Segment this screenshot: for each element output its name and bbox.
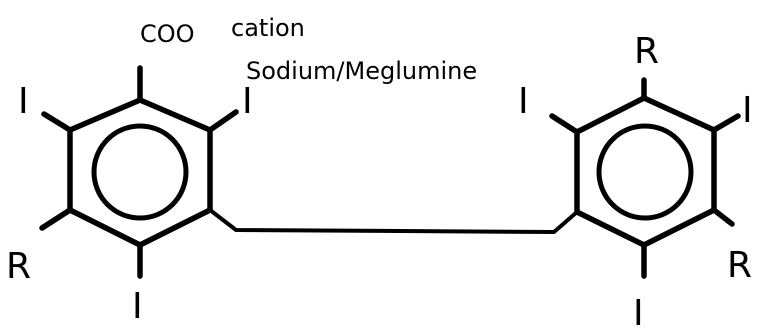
right-benzene-ring <box>549 77 741 279</box>
left-r-lower-left-label: R <box>6 246 31 287</box>
right-r-lower-right-label: R <box>727 245 752 286</box>
left-ring-hexagon <box>67 97 213 248</box>
right-iodine-upper-right-label: I <box>742 90 753 131</box>
right-r-top-label: R <box>634 31 659 72</box>
left-iodine-upper-right-label: I <box>242 81 253 122</box>
left-ring-aromatic-circle <box>91 123 189 221</box>
right-bond-iodine-upper-left <box>549 113 580 135</box>
left-bond-iodine-upper-right <box>207 109 239 133</box>
right-bond-iodine-upper-right <box>711 113 741 133</box>
left-iodine-bottom-label: I <box>132 286 143 327</box>
right-iodine-bottom-label: I <box>633 293 644 328</box>
left-iodine-upper-left-label: I <box>18 81 29 122</box>
linker-chain <box>208 208 579 235</box>
left-top-group-label: COO <box>140 20 195 48</box>
right-bond-r-lower-right <box>711 207 735 227</box>
cation-type-label: Sodium/Meglumine <box>246 57 477 85</box>
left-bond-r-lower-left <box>39 207 73 231</box>
left-bond-iodine-upper-left <box>41 111 73 133</box>
right-ring-aromatic-circle <box>596 123 694 221</box>
cation-label: cation <box>231 14 305 42</box>
left-benzene-ring <box>39 65 239 279</box>
right-iodine-upper-left-label: I <box>518 81 529 122</box>
